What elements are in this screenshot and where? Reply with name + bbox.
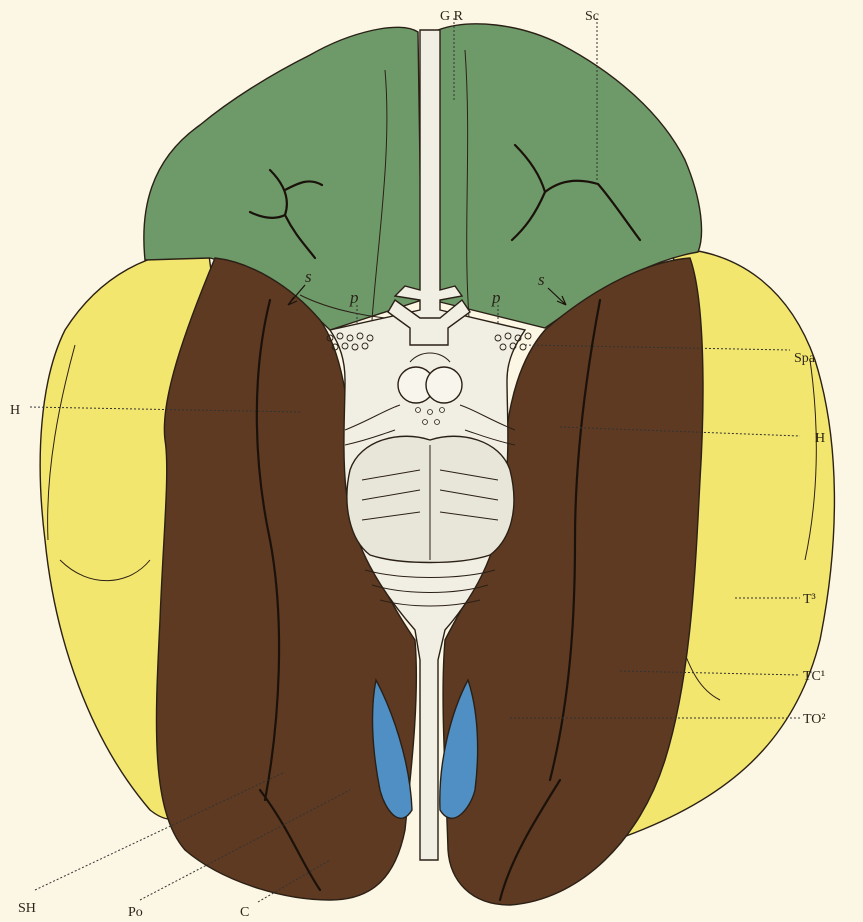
label-sc: Sc	[585, 9, 599, 24]
label-gr: G R	[440, 9, 464, 24]
label-p-right: p	[491, 288, 501, 307]
label-po: Po	[128, 905, 143, 920]
label-sh: SH	[18, 901, 36, 916]
label-s-left: s	[305, 267, 312, 286]
label-to2: TO²	[803, 712, 826, 727]
right-mammillary-body	[426, 367, 462, 403]
label-h-right: H	[815, 431, 825, 446]
label-tc1: TC¹	[803, 669, 825, 684]
label-s-right: s	[538, 270, 545, 289]
label-t3: T³	[803, 592, 816, 607]
label-h-left: H	[10, 403, 20, 418]
label-spa: Spa	[794, 351, 816, 366]
label-p-left: p	[349, 288, 359, 307]
label-c: C	[240, 905, 249, 920]
